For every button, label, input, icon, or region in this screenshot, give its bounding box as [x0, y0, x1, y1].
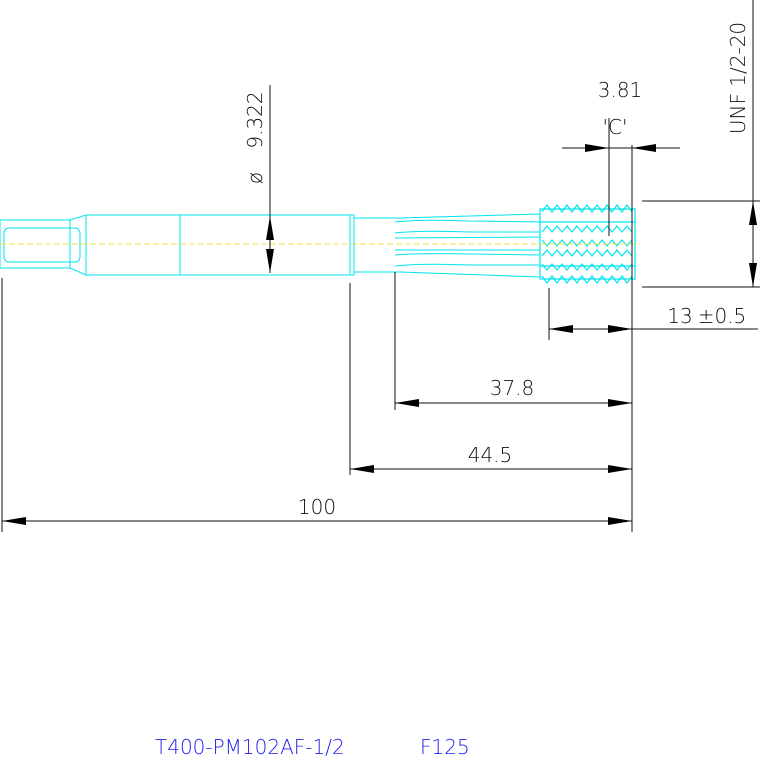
- dim-shank-to-tip-label: 44.5: [468, 443, 513, 467]
- dim-thread-length-tolerance: ±0.5: [698, 304, 747, 328]
- dim-diameter-value: 9.322: [243, 91, 267, 148]
- dim-diameter: ø 9.322: [243, 91, 274, 273]
- dim-pitch-mark-value: 3.81: [598, 78, 643, 102]
- dim-thread-length-label: 13: [667, 304, 692, 328]
- extension-lines: [1, 85, 760, 532]
- dim-pitch-mark-label: 'C': [603, 115, 628, 139]
- dim-thread-spec-label: UNF 1/2-20: [726, 22, 750, 134]
- part-code: F125: [420, 735, 470, 759]
- dim-shank-to-tip: 44.5: [350, 443, 632, 473]
- dim-diameter-symbol: ø: [243, 172, 267, 184]
- dim-overall-length-label: 100: [298, 495, 336, 519]
- dim-overall-length: 100: [2, 495, 632, 525]
- tap-body: [0, 203, 640, 285]
- dim-flute-length: 37.8: [395, 376, 632, 407]
- dim-thread-length: 13 ±0.5: [549, 304, 758, 333]
- dim-flute-length-label: 37.8: [490, 376, 535, 400]
- title-block: T400-PM102AF-1/2 F125: [155, 735, 470, 759]
- dim-thread-spec: UNF 1/2-20: [726, 0, 757, 287]
- part-number: T400-PM102AF-1/2: [155, 735, 345, 759]
- dim-pitch-mark: 3.81 'C': [562, 78, 680, 152]
